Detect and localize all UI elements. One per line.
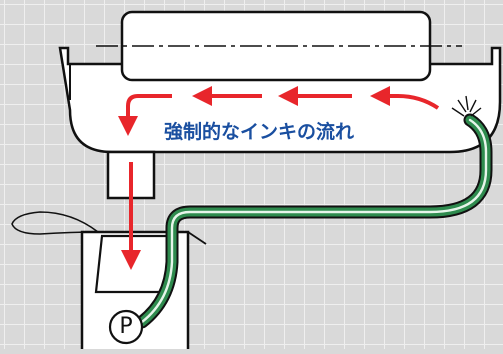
pump-symbol: [108, 309, 144, 345]
flow-arrow-2: [278, 86, 352, 106]
pump-label: P: [119, 314, 133, 339]
flow-arrow-5: [121, 162, 141, 270]
flow-label: 強制的なインキの流れ: [164, 121, 355, 143]
flow-arrow-4: [118, 94, 172, 136]
flow-arrow-1: [370, 86, 440, 110]
flow-arrow-3: [192, 86, 262, 106]
ink-flow-arrows: [118, 86, 440, 270]
nozzle-spray: [451, 95, 482, 117]
overflow-loop: [11, 211, 99, 235]
return-pipe-highlight: [140, 118, 488, 324]
reservoir-rim-right: [187, 231, 207, 245]
